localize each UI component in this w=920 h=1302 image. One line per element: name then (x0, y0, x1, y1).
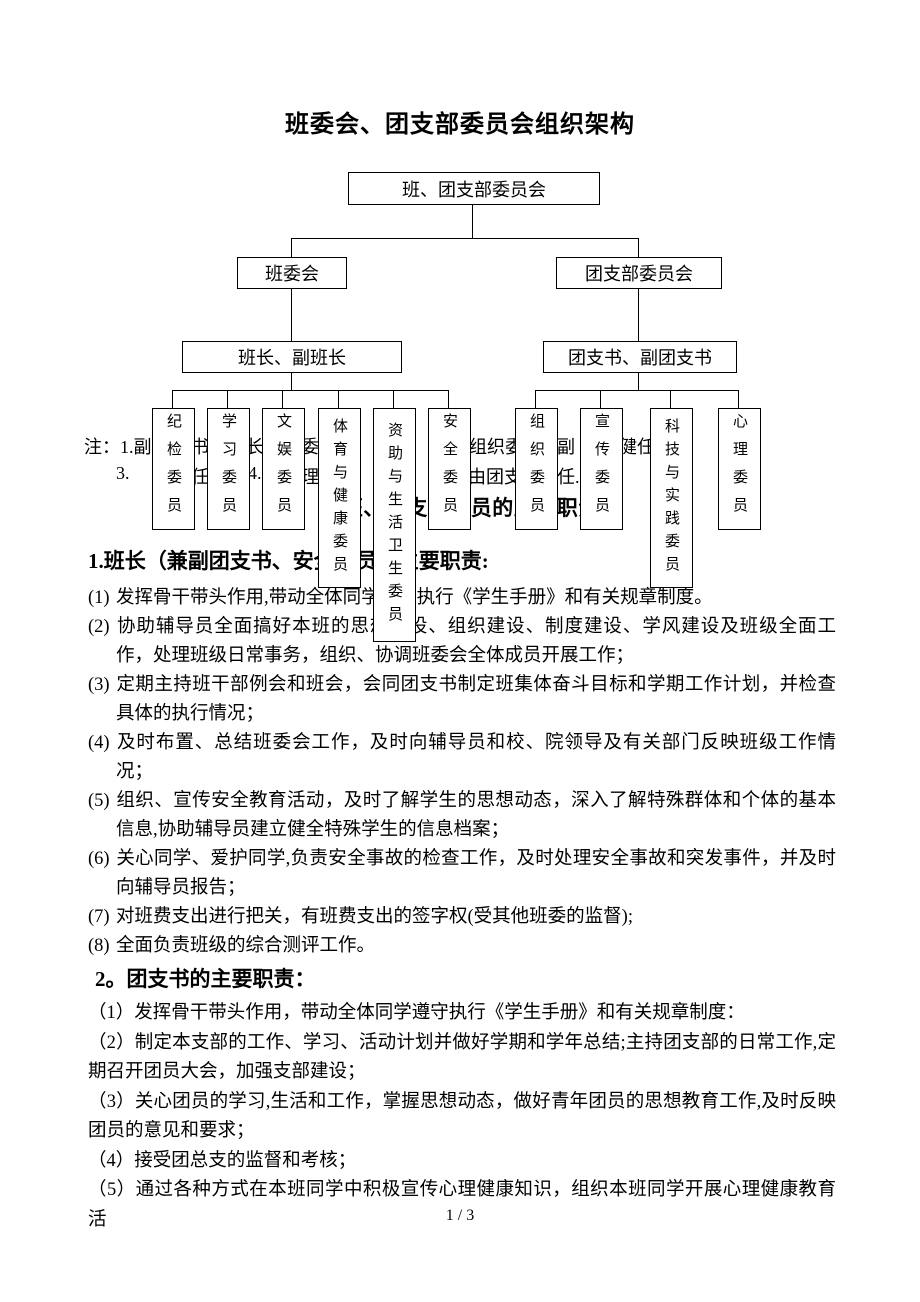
duty-item: (4) 及时布置、总结班委会工作，及时向辅导员和校、院领导及有关部门反映班级工作情… (88, 729, 836, 787)
page-title: 班委会、团支部委员会组织架构 (285, 112, 635, 138)
duty-item: （2）制定本支部的工作、学习、活动计划并做好学期和学年总结;主持团支部的日常工作… (88, 1032, 836, 1083)
connector-line (291, 238, 292, 258)
chart-box-league-leaders: 团支书、副团支书 (543, 341, 737, 373)
duty-item-number: (4) (88, 733, 110, 753)
duty-item-text: 定期主持班干部例会和班会，会同团支书制定班集体奋斗目标和学期工作计划，并检查具体… (116, 675, 836, 724)
footer-page-number: 1 / 3 (445, 1207, 475, 1224)
note-fragment: 健任 (619, 437, 655, 457)
duty-item-number: (2) (88, 617, 110, 637)
duty-item-text: 发挥骨干带头作用,带动全体同学遵守执行《学生手册》和有关规章制度。 (116, 588, 713, 608)
connector-line (291, 371, 292, 391)
connector-line (227, 390, 228, 408)
note-fragment: 任； (191, 467, 227, 487)
duty-item-text: 对班费支出进行把关，有班费支出的签字权(受其他班委的监督); (116, 907, 633, 927)
section2-heading: 2。团支书的主要职责： (95, 967, 316, 991)
duty-item: (5) 组织、宣传安全教育活动，及时了解学生的思想动态，深入了解特殊群体和个体的基… (88, 787, 836, 845)
note-fragment: 长 (246, 437, 264, 457)
duty-item-number: (8) (88, 936, 110, 956)
note-fragment: 理 (301, 467, 319, 487)
duty-item-text: 组织、宣传安全教育活动，及时了解学生的思想动态，深入了解特殊群体和个体的基本信息… (116, 791, 836, 840)
duty-item-number: (6) (88, 849, 110, 869)
duty-item-number: (5) (88, 791, 110, 811)
connector-line (393, 390, 394, 408)
duty-item-number: (3) (88, 675, 110, 695)
connector-line (638, 371, 639, 391)
connector-line (535, 390, 739, 391)
connector-line (282, 390, 283, 408)
note-fragment: 由团支 (468, 467, 522, 487)
section-title: 各班、团支部委员的主要职责 (320, 496, 600, 520)
duty-item-number: (1) (88, 588, 110, 608)
duty-item: （1）发挥骨干带头作用，带动全体同学遵守执行《学生手册》和有关规章制度： (88, 1003, 745, 1023)
chart-box-class-committee: 班委会 (237, 257, 347, 289)
note-fragment: 3. (116, 463, 130, 483)
section2-duty-list: （1）发挥骨干带头作用，带动全体同学遵守执行《学生手册》和有关规章制度： （2）… (88, 999, 836, 1235)
duty-item-text: 及时布置、总结班委会工作，及时向辅导员和校、院领导及有关部门反映班级工作情况； (116, 733, 836, 782)
duty-item-text: 协助辅导员全面搞好本班的思想建设、组织建设、制度建设、学风建设及班级全面工作，处… (116, 617, 836, 666)
duty-item: （5）通过各种方式在本班同学中积极宣传心理健康知识，组织本班同学开展心理健康教育… (88, 1180, 836, 1230)
duty-item-number: (7) (88, 907, 110, 927)
note-fragment: 委 (301, 437, 319, 457)
duty-item: (2) 协助辅导员全面搞好本班的思想建设、组织建设、制度建设、学风建设及班级全面工… (88, 613, 836, 671)
duty-item: （4）接受团总支的监督和考核； (88, 1150, 357, 1171)
section1-heading: 1.班长（兼副团支书、安全委员）主要职责: (88, 549, 489, 573)
duty-item-text: 全面负责班级的综合测评工作。 (116, 936, 376, 956)
section1-duty-list: (1) 发挥骨干带头作用,带动全体同学遵守执行《学生手册》和有关规章制度。 (2)… (88, 584, 836, 961)
connector-line (338, 390, 339, 408)
duty-item: (8) 全面负责班级的综合测评工作。 (88, 932, 836, 961)
connector-line (600, 390, 601, 408)
connector-line (448, 390, 449, 408)
connector-line (172, 390, 449, 391)
connector-line (291, 238, 639, 239)
chart-box-league-committee: 团支部委员会 (556, 257, 722, 289)
connector-line (738, 390, 739, 408)
connector-line (638, 238, 639, 258)
note-fragment: 注：1.副 (84, 437, 152, 457)
connector-line (638, 287, 639, 342)
chart-box-root: 班、团支部委员会 (348, 172, 600, 205)
connector-line (472, 202, 473, 239)
duty-item: (1) 发挥骨干带头作用,带动全体同学遵守执行《学生手册》和有关规章制度。 (88, 584, 836, 613)
connector-line (670, 390, 671, 408)
note-fragment: 4. (248, 463, 262, 483)
duty-item: (6) 关心同学、爱护同学,负责安全事故的检查工作，及时处理安全事故和突发事件，并… (88, 845, 836, 903)
connector-line (172, 390, 173, 408)
duty-item: (7) 对班费支出进行把关，有班费支出的签字权(受其他班委的监督); (88, 903, 836, 932)
duty-item-text: 关心同学、爱护同学,负责安全事故的检查工作，及时处理安全事故和突发事件，并及时向… (116, 849, 836, 898)
note-fragment: 副 (557, 437, 575, 457)
duty-item: (3) 定期主持班干部例会和班会，会同团支书制定班集体奋斗目标和学期工作计划，并检… (88, 671, 836, 729)
note-fragment: 任. (557, 467, 580, 487)
duty-item: （3）关心团员的学习,生活和工作，掌握思想动态，做好青年团员的思想教育工作,及时… (88, 1091, 836, 1142)
connector-line (535, 390, 536, 408)
note-fragment: 组织委 (469, 437, 523, 457)
connector-line (291, 287, 292, 342)
note-fragment: 书 (191, 437, 209, 457)
chart-box-class-leaders: 班长、副班长 (182, 341, 402, 373)
